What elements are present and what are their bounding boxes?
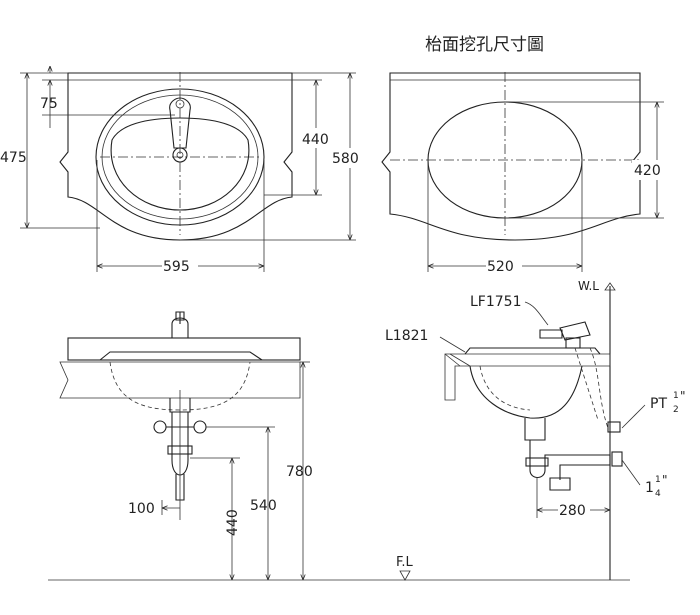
basin-model: L1821	[385, 328, 428, 344]
top-view-dimensions: 475 75 440 580 595	[0, 66, 366, 275]
drain-whole: 1	[645, 480, 654, 496]
drain-frac-num: 1	[655, 475, 661, 485]
supply-unit: "	[680, 389, 686, 403]
dim-75: 75	[40, 96, 58, 112]
dim-420: 420	[634, 163, 661, 179]
side-view: W.L PT 1 2 " 1 1 4 " LF1751 L1	[385, 279, 686, 580]
front-view	[48, 311, 630, 581]
dim-520: 520	[487, 259, 514, 275]
front-dimensions: 100 440 540 780 F.L	[128, 361, 414, 581]
faucet-model: LF1751	[470, 294, 521, 310]
dim-595: 595	[163, 259, 190, 275]
dim-280: 280	[559, 503, 586, 519]
supply-frac-den: 2	[673, 405, 679, 415]
dim-780: 780	[286, 464, 313, 480]
drawing-title: 枱面挖孔尺寸圖	[425, 35, 544, 55]
cutout-view	[381, 72, 641, 241]
floor-label: F.L	[396, 555, 414, 570]
drain-unit: "	[662, 473, 668, 487]
dim-440-drain: 440	[225, 509, 241, 536]
wall-label: W.L	[578, 279, 599, 293]
drain-frac-den: 4	[655, 489, 661, 499]
supply-label: PT	[650, 396, 667, 412]
dim-100: 100	[128, 501, 155, 517]
cutout-dimensions: 420 520	[427, 101, 666, 275]
supply-frac-num: 1	[673, 391, 679, 401]
dim-580: 580	[332, 151, 359, 167]
dim-475: 475	[0, 150, 27, 166]
dim-540: 540	[250, 498, 277, 514]
dim-440-top: 440	[302, 132, 329, 148]
top-view-basin	[59, 72, 293, 241]
